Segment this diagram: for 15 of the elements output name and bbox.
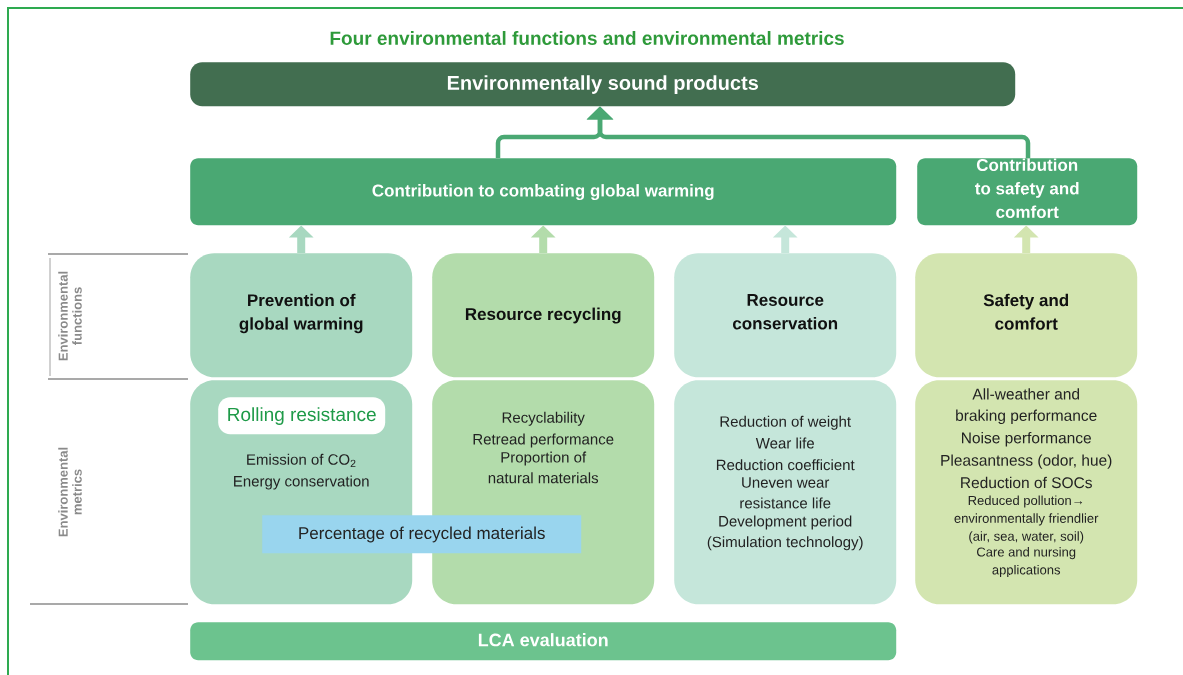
contribution-box: Contribution to safety and comfort [917, 158, 1138, 226]
row-label: Environmental functions [58, 271, 82, 361]
function-box: Safety and comfort [915, 253, 1138, 378]
title-banner: Environmentally sound products [190, 62, 1016, 107]
contribution-box: Contribution to combating global warming [190, 158, 897, 226]
metric-box: Reduction of weight Wear life Reduction coefficient Uneven wear resistance life Development period (Simulation technology) [674, 380, 897, 605]
metric-highlight: Percentage of recycled materials [262, 515, 582, 554]
function-box: Resource recycling [432, 253, 655, 378]
function-box: Resource conservation [674, 253, 897, 378]
metric-box: All-weather and braking performance Noise performance Pleasantness (odor, hue) Reduction of SOCs Reduced pollution→ environmentally friendlier (air, sea, water, soil) Care and nursing applications [915, 380, 1138, 605]
evaluation-bar: LCA evaluation [190, 622, 897, 661]
metric-badge: Rolling resistance [218, 397, 386, 435]
function-box: Prevention of global warming [190, 253, 413, 378]
row-label: Environmental metrics [58, 447, 82, 537]
diagram-title: Four environmental functions and environmental metrics [330, 31, 844, 45]
